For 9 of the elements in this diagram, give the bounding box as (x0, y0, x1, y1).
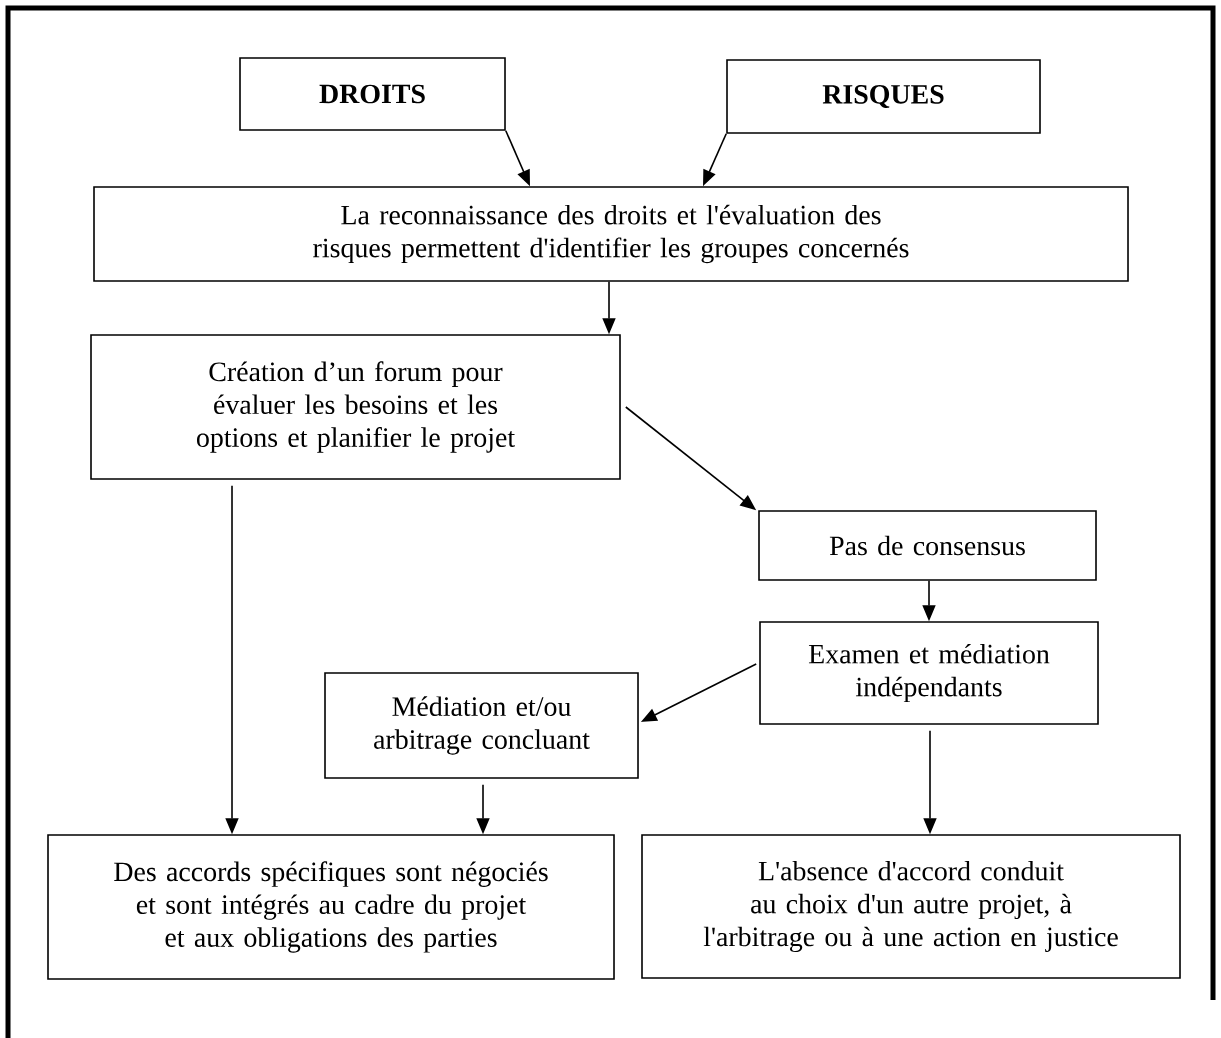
process-box: Examen et médiation indépendants (759, 621, 1099, 725)
process-box: RISQUES (726, 59, 1041, 134)
process-box: Médiation et/ou arbitrage concluant (324, 672, 639, 779)
process-box: Pas de consensus (758, 510, 1097, 581)
process-box: Création d’un forum pour évaluer les besoins et les options et planifier le projet (90, 334, 621, 480)
process-box: La reconnaissance des droits et l'évaluation des risques permettent d'identifier les groupes concernés (93, 186, 1129, 282)
process-box: Des accords spécifiques sont négociés et sont intégrés au cadre du projet et aux obligations des parties (47, 834, 615, 980)
process-box: DROITS (239, 57, 506, 131)
process-box: L'absence d'accord conduit au choix d'un autre projet, à l'arbitrage ou à une action en justice (641, 834, 1181, 979)
